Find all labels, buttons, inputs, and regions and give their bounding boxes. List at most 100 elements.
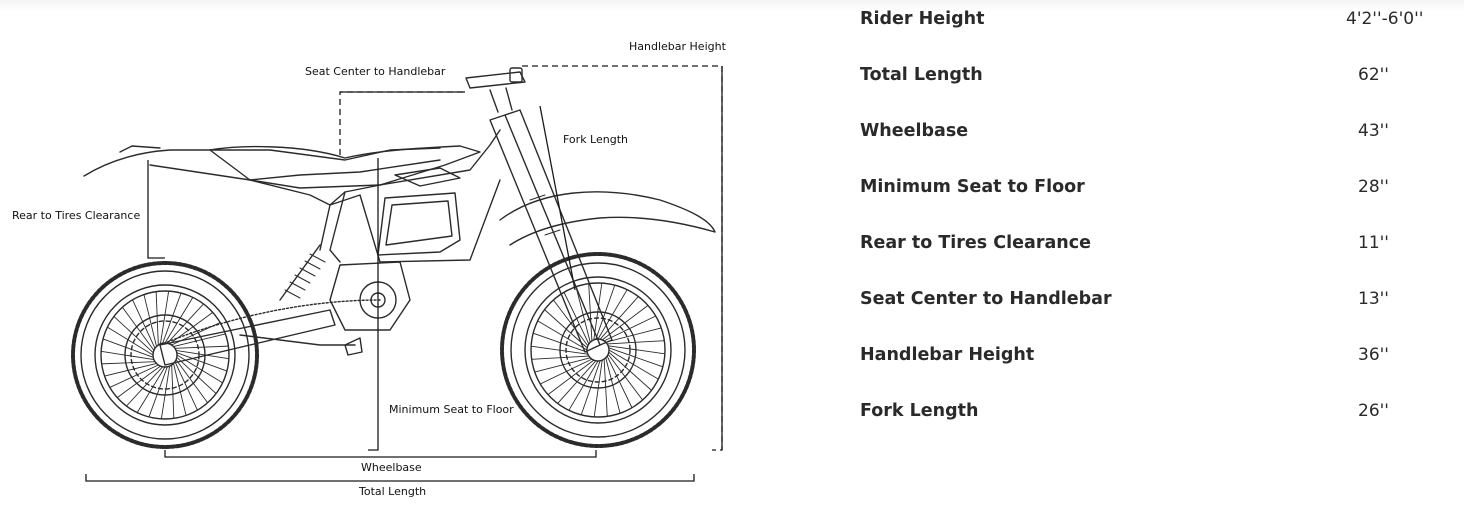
spec-value: 13'' xyxy=(1358,289,1389,309)
wheel-spoke xyxy=(537,320,588,351)
wheel-spoke xyxy=(588,283,593,342)
wheel-spoke xyxy=(608,351,652,391)
spec-row-minimum-seat-to-floor: Minimum Seat to Floor 28'' xyxy=(860,177,1460,207)
spec-value: 62'' xyxy=(1358,65,1389,85)
wheel-spoke xyxy=(164,296,194,344)
spec-row-rear-to-tires-clearance: Rear to Tires Clearance 11'' xyxy=(860,233,1460,263)
motorcycle-illustration xyxy=(71,67,716,449)
seat-center-to-handlebar-label: Seat Center to Handlebar xyxy=(305,65,446,78)
total-length-line xyxy=(85,474,695,482)
spec-row-rider-height: Rider Height 4'2''-6'0'' xyxy=(860,9,1460,39)
minimum-seat-to-floor-label: Minimum Seat to Floor xyxy=(389,403,514,416)
spec-value: 11'' xyxy=(1358,233,1389,253)
wheel-spoke xyxy=(563,291,590,345)
wheel-spoke xyxy=(539,358,593,385)
wheel-spoke xyxy=(132,299,156,349)
wheelbase-line xyxy=(164,450,597,458)
wheel-spoke xyxy=(171,364,175,419)
wheel-spoke xyxy=(101,361,156,365)
spec-row-wheelbase: Wheelbase 43'' xyxy=(860,121,1460,151)
handlebar-height-line xyxy=(522,65,723,451)
wheel-spoke xyxy=(113,316,154,354)
wheel-spoke xyxy=(593,282,603,341)
spec-row-seat-center-to-handlebar: Seat Center to Handlebar 13'' xyxy=(860,289,1460,319)
wheel-spoke xyxy=(176,352,228,372)
wheel-spoke xyxy=(595,284,616,340)
spec-row-total-length: Total Length 62'' xyxy=(860,65,1460,95)
spec-name: Fork Length xyxy=(860,401,979,421)
top-shadow xyxy=(0,0,1464,12)
swingarm xyxy=(159,309,336,366)
wheel-spoke xyxy=(100,350,155,361)
wheel-spoke xyxy=(552,299,589,347)
wheelbase-label: Wheelbase xyxy=(361,461,422,474)
frame xyxy=(329,129,501,206)
wheel-spoke xyxy=(597,289,628,340)
spec-name: Rear to Tires Clearance xyxy=(860,233,1091,253)
spec-name: Minimum Seat to Floor xyxy=(860,177,1085,197)
battery-box xyxy=(377,192,461,256)
wheel-spoke xyxy=(116,365,161,399)
wheel-spoke xyxy=(176,354,224,384)
spec-value: 36'' xyxy=(1358,345,1389,365)
fork-length-label: Fork Length xyxy=(563,133,628,146)
wheel-spoke xyxy=(106,326,154,356)
spec-name: Rider Height xyxy=(860,9,985,29)
wheel-spoke xyxy=(603,358,608,417)
handlebar-height-label: Handlebar Height xyxy=(629,40,726,53)
wheel-spoke xyxy=(606,355,633,409)
seat-center-to-handlebar-line xyxy=(339,91,465,155)
spec-row-fork-length: Fork Length 26'' xyxy=(860,401,1460,431)
wheel-spoke xyxy=(126,366,164,407)
motorcycle-dimension-diagram: Handlebar Height Seat Center to Handleba… xyxy=(12,40,726,498)
wheel-spoke xyxy=(568,360,599,411)
wheel-spoke xyxy=(174,345,229,349)
wheel-spoke xyxy=(160,365,171,420)
rear-fender xyxy=(83,147,441,177)
wheel-spoke xyxy=(607,353,644,401)
wheel-spoke xyxy=(580,360,601,416)
wheel-spoke xyxy=(109,364,159,388)
spec-value: 43'' xyxy=(1358,121,1389,141)
wheel-spoke xyxy=(599,296,639,340)
wheel-spoke xyxy=(173,363,187,416)
wheel-spoke xyxy=(532,332,588,353)
spec-name: Total Length xyxy=(860,65,983,85)
rear-to-tires-clearance-label: Rear to Tires Clearance xyxy=(12,209,141,222)
wheel-spoke xyxy=(605,357,621,414)
wheel-spoke xyxy=(606,340,665,345)
spec-name: Seat Center to Handlebar xyxy=(860,289,1112,309)
wheel-spoke xyxy=(155,291,159,346)
wheel-spoke xyxy=(557,360,597,404)
wheel-spoke xyxy=(603,315,657,342)
wheel-spoke xyxy=(136,366,166,414)
wheel-spoke xyxy=(175,349,230,360)
wheel-spoke xyxy=(104,363,157,377)
wheel-spoke xyxy=(605,327,662,343)
handlebar xyxy=(465,71,526,89)
side-panel xyxy=(149,164,331,206)
wheel-spoke xyxy=(176,356,217,394)
wheel-spoke xyxy=(162,292,182,344)
wheel-spoke xyxy=(534,357,591,373)
wheel-spoke xyxy=(175,359,209,404)
spec-value: 28'' xyxy=(1358,177,1389,197)
spec-value: 26'' xyxy=(1358,401,1389,421)
dimension-lines xyxy=(85,65,723,482)
fork-length-line xyxy=(539,105,576,291)
spec-name: Handlebar Height xyxy=(860,345,1035,365)
minimum-seat-to-floor-line xyxy=(368,158,379,451)
spec-value: 4'2''-6'0'' xyxy=(1346,9,1424,29)
front-fender xyxy=(499,191,716,246)
wheel-spoke xyxy=(608,349,659,380)
wheel-spoke xyxy=(547,359,595,396)
rear-to-tires-clearance-line xyxy=(147,160,165,259)
seat xyxy=(209,145,481,189)
spec-name: Wheelbase xyxy=(860,121,969,141)
wheel-spoke xyxy=(607,345,666,355)
wheel-spoke xyxy=(575,286,591,343)
front-wheel xyxy=(500,252,696,448)
wheel-spoke xyxy=(102,338,154,358)
total-length-label: Total Length xyxy=(359,485,427,498)
wheel-spoke xyxy=(593,359,603,418)
